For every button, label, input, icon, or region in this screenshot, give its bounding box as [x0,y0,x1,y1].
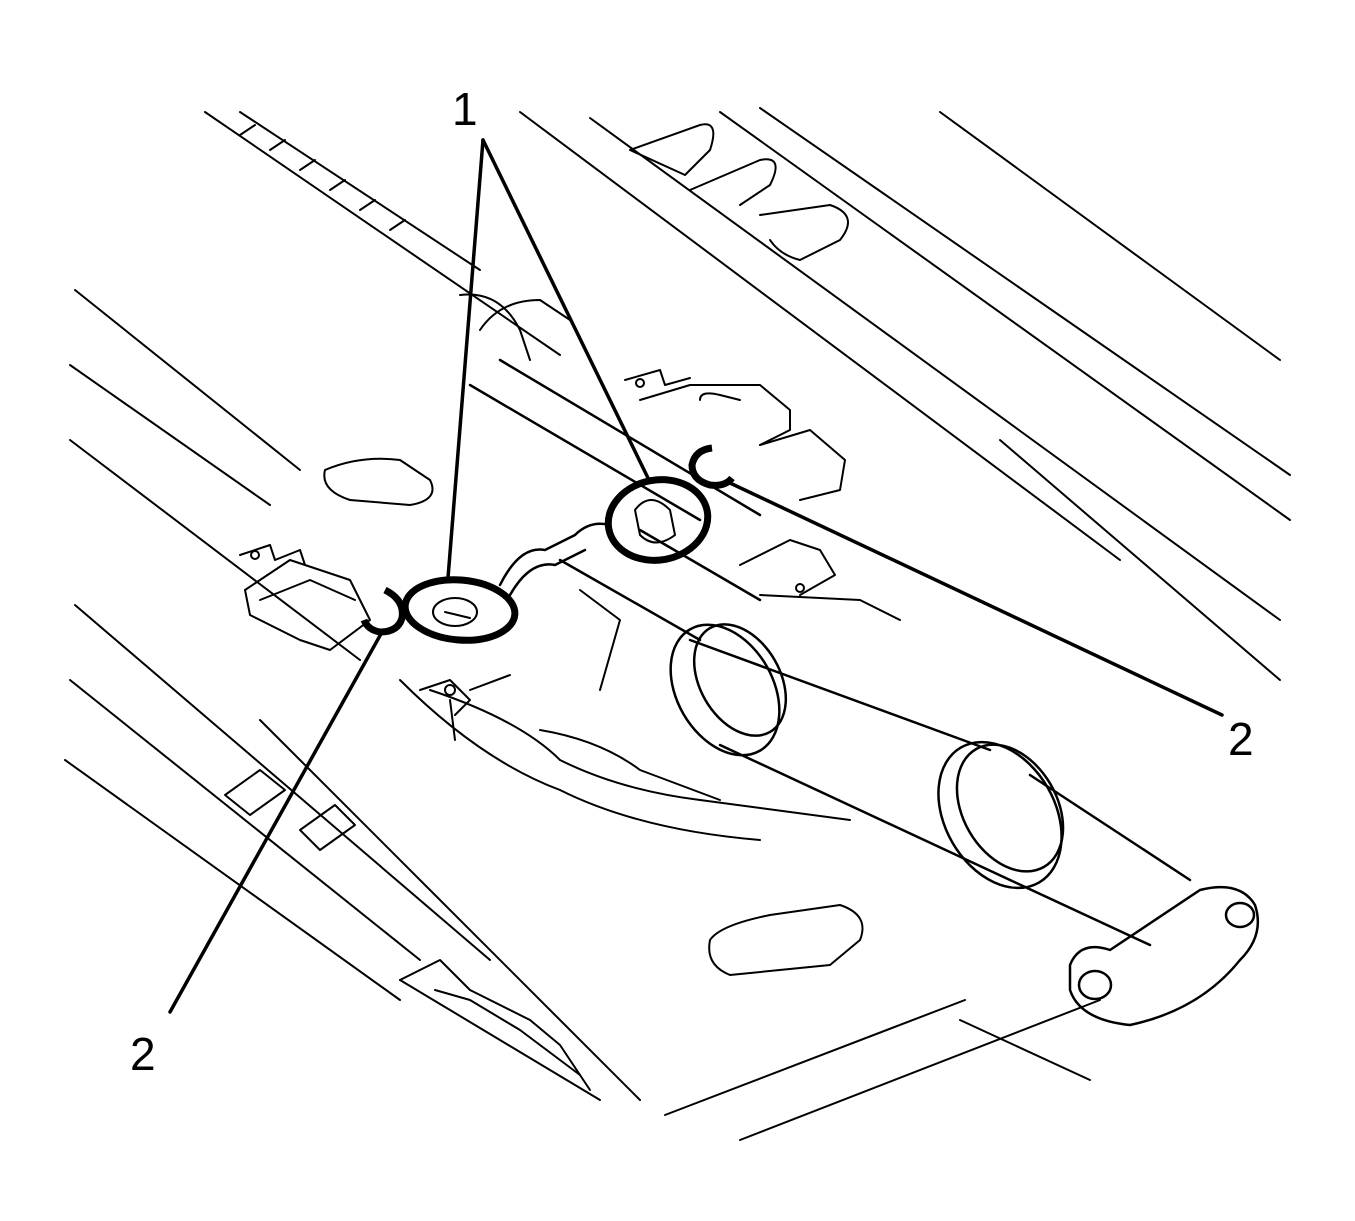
insulator-left [401,576,519,644]
right-hanger-bracket [624,369,846,501]
callout-2-left-label: 2 [130,1028,156,1080]
leader-lines [168,138,1224,1014]
hanger-rods [498,522,612,597]
retainer-right [688,444,735,489]
callout-2-right-label: 2 [1228,713,1254,765]
catalytic-converter-pipe [468,358,1260,1027]
callout-1-label: 1 [452,83,478,135]
underbody-floor-panels [64,107,1291,1141]
retainer-left [360,586,406,636]
converter-bracket [739,539,901,621]
insulator-right [604,476,712,564]
lower-clip [419,674,511,741]
left-hanger-bracket [239,544,371,651]
